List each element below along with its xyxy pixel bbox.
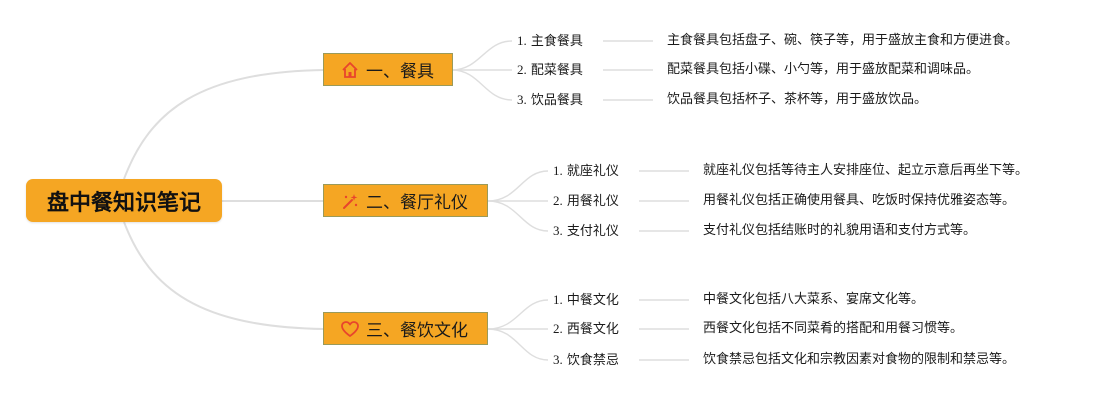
branch-node-culture[interactable]: 三、餐饮文化 (323, 312, 488, 345)
root-title: 盘中餐知识笔记 (46, 190, 201, 216)
leaf-node[interactable]: 2. 配菜餐具 (517, 62, 583, 78)
home-icon (342, 61, 358, 78)
heart-icon (341, 320, 359, 337)
branch-node-tableware[interactable]: 一、餐具 (323, 53, 453, 86)
leaf-description: 配菜餐具包括小碟、小勺等，用于盛放配菜和调味品。 (667, 62, 980, 77)
leaf-description: 用餐礼仪包括正确使用餐具、吃饭时保持优雅姿态等。 (703, 193, 1016, 208)
leaf-node[interactable]: 2. 西餐文化 (553, 321, 619, 337)
leaf-description: 主食餐具包括盘子、碗、筷子等，用于盛放主食和方便进食。 (667, 33, 1019, 48)
branch-label: 二、餐厅礼仪 (366, 193, 468, 213)
leaf-node[interactable]: 1. 就座礼仪 (553, 163, 619, 179)
leaf-description: 支付礼仪包括结账时的礼貌用语和支付方式等。 (703, 223, 977, 238)
leaf-node[interactable]: 1. 主食餐具 (517, 33, 583, 49)
connector-root-branch3 (123, 221, 325, 330)
leaf-node[interactable]: 1. 中餐文化 (553, 292, 619, 308)
leaf-description: 西餐文化包括不同菜肴的搭配和用餐习惯等。 (703, 321, 964, 336)
branch-node-etiquette[interactable]: 二、餐厅礼仪 (323, 184, 488, 217)
leaf-node[interactable]: 3. 饮品餐具 (517, 92, 583, 108)
leaf-description: 就座礼仪包括等待主人安排座位、起立示意后再坐下等。 (703, 163, 1029, 178)
leaf-description: 饮品餐具包括杯子、茶杯等，用于盛放饮品。 (667, 92, 928, 107)
leaf-node[interactable]: 2. 用餐礼仪 (553, 193, 619, 209)
root-node[interactable]: 盘中餐知识笔记 (26, 179, 222, 222)
leaf-node[interactable]: 3. 饮食禁忌 (553, 352, 619, 368)
leaf-node[interactable]: 3. 支付礼仪 (553, 223, 619, 239)
branch-label: 三、餐饮文化 (366, 321, 468, 341)
magic-wand-icon (343, 193, 358, 209)
leaf-description: 饮食禁忌包括文化和宗教因素对食物的限制和禁忌等。 (703, 352, 1016, 367)
branch-label: 一、餐具 (366, 62, 434, 82)
connector-root-branch1 (123, 69, 325, 180)
leaf-description: 中餐文化包括八大菜系、宴席文化等。 (703, 292, 925, 307)
